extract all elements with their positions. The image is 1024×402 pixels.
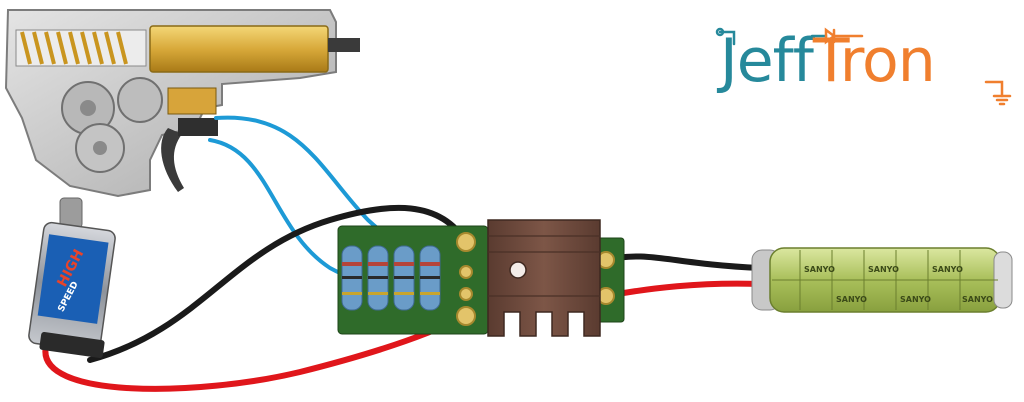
solder-pad	[459, 265, 473, 279]
heatsink-screw-hole	[509, 261, 527, 279]
battery-cell-brand: SANYO	[804, 265, 835, 274]
motor: HIGH SPEED	[28, 197, 116, 358]
battery-cell-brand: SANYO	[932, 265, 963, 274]
controller-heatsink	[487, 219, 601, 337]
motor-label-area	[37, 234, 109, 324]
gearbox-spring	[20, 31, 128, 65]
controller-board	[337, 219, 625, 337]
battery-cell-brand: SANYO	[900, 295, 931, 304]
battery: SANYO SANYO SANYO SANYO SANYO SANYO	[751, 247, 1013, 313]
logo-part-jeff: Jeff	[720, 26, 814, 96]
logo-text: JeffTron	[720, 26, 936, 96]
battery-cell-brand: SANYO	[962, 295, 993, 304]
motor-positive-wire	[42, 313, 469, 392]
gearbox-gear-sector	[117, 77, 163, 123]
gearbox-trigger-switch	[167, 87, 217, 115]
gearbox-trigger	[161, 128, 184, 192]
battery-negative-wire	[603, 253, 763, 271]
solder-pad	[456, 306, 476, 326]
motor-endcap	[39, 332, 105, 358]
jefftron-logo: JeffTron	[712, 16, 1012, 106]
gearbox-gear-bevel-hub	[93, 141, 107, 155]
controller-resistors	[341, 245, 441, 311]
gearbox	[4, 9, 360, 198]
gearbox-cylinder	[149, 25, 329, 73]
solder-pad	[456, 232, 476, 252]
gearbox-trigger-block	[178, 118, 218, 136]
solder-pad	[459, 287, 473, 301]
battery-cell-brand: SANYO	[836, 295, 867, 304]
battery-positive-wire	[603, 280, 763, 299]
circuit-trace-icon	[715, 27, 1012, 106]
gearbox-gear-spur-hub	[80, 100, 96, 116]
motor-negative-wire	[87, 204, 469, 363]
battery-cell-brand: SANYO	[868, 265, 899, 274]
gearbox-nozzle	[328, 38, 360, 52]
